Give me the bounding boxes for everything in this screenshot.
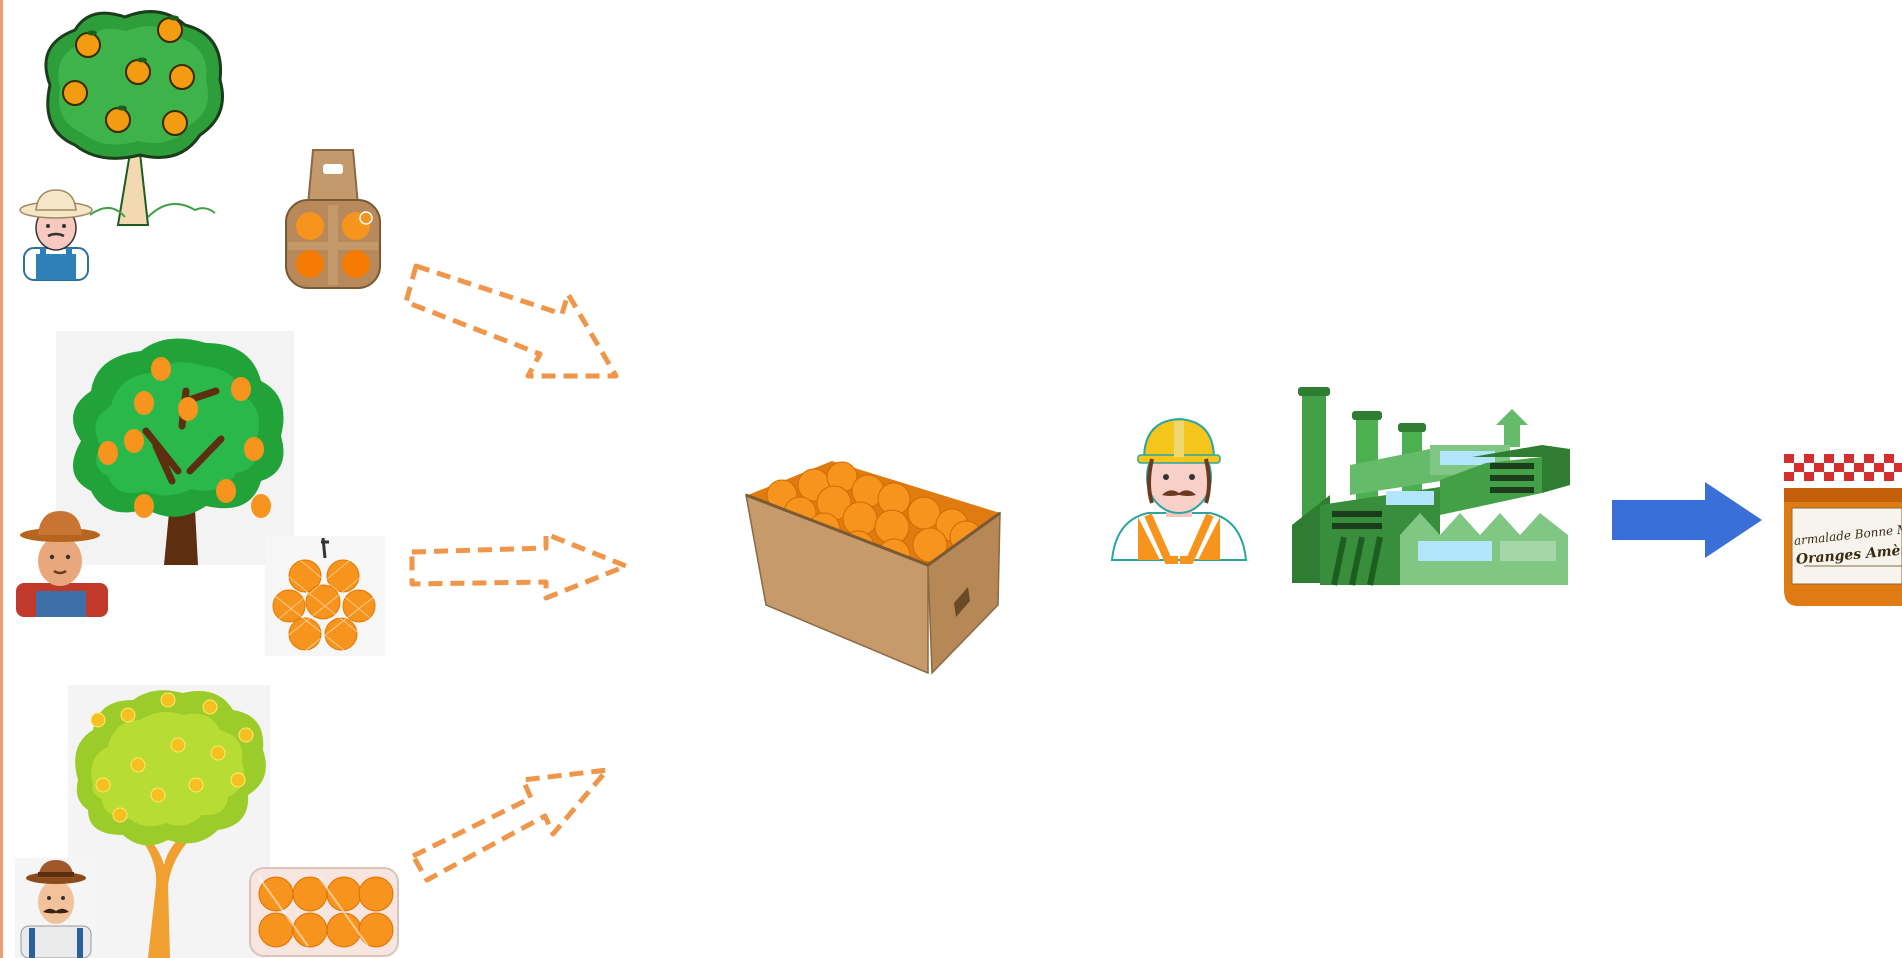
orange-mesh-bag-icon xyxy=(265,536,385,656)
orange-crate-icon xyxy=(742,455,1004,675)
green-factory-icon xyxy=(1290,385,1572,593)
dashed-arrow-upper xyxy=(400,250,640,390)
orange-tree-slender-icon xyxy=(68,685,270,958)
dashed-arrow-lower xyxy=(405,758,635,898)
factory-worker-icon xyxy=(1108,415,1250,560)
farmer-cowboy-hat-icon xyxy=(14,505,108,617)
dashed-arrow-middle xyxy=(408,530,638,610)
farmer-straw-hat-icon xyxy=(10,188,102,280)
marmalade-jar-icon: armalade Bonne Ma Oranges Amère xyxy=(1778,450,1902,608)
orange-plastic-tray-icon xyxy=(248,866,400,958)
solid-blue-arrow xyxy=(1610,480,1765,560)
farmer-mustache-icon xyxy=(15,858,97,958)
orange-carry-pack-icon xyxy=(278,150,388,290)
left-edge-line xyxy=(0,0,3,958)
